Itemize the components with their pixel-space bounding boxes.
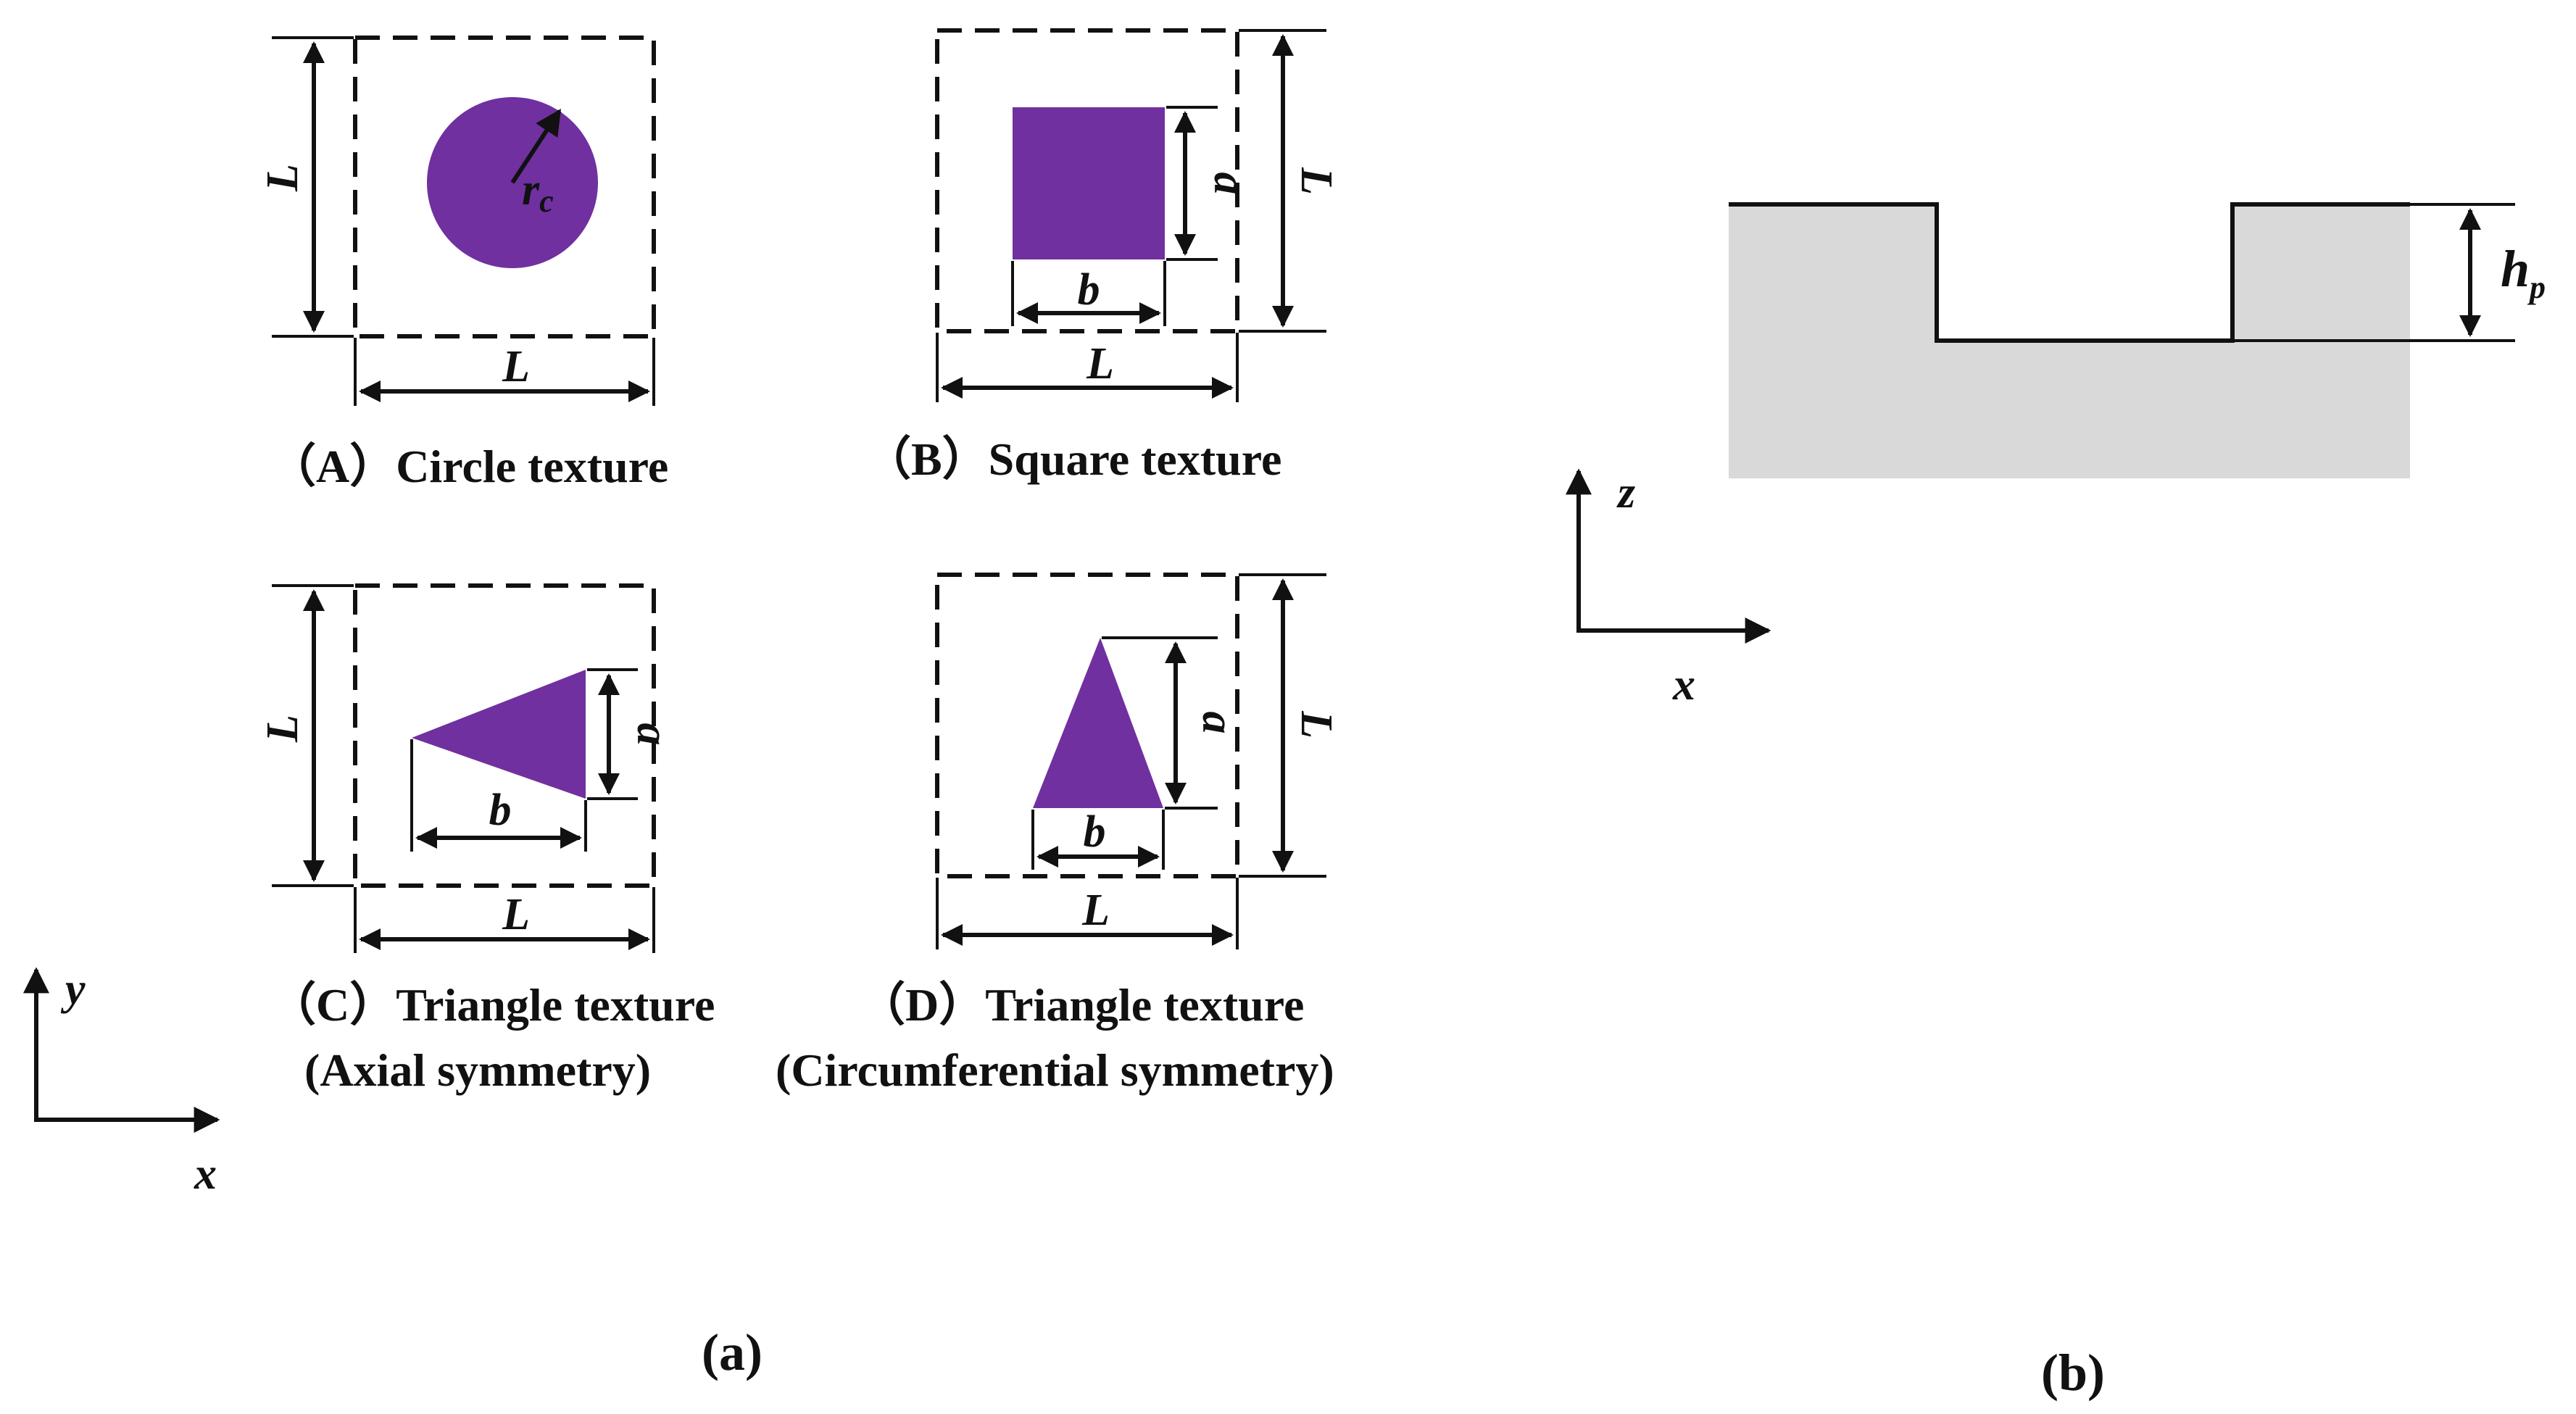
texture-c-triangle-axial: a b L L （C）Triangle texture (Axial symme… bbox=[258, 583, 715, 1096]
caption-c-line2: (Axial symmetry) bbox=[304, 1044, 651, 1096]
side-v-label: L bbox=[1292, 167, 1341, 195]
depth-label: hp bbox=[2501, 240, 2546, 305]
texture-a-circle: rc L L （A）Circle texture bbox=[258, 36, 668, 492]
xz-axes: z x bbox=[1566, 468, 1771, 710]
panel-a-label: (a) bbox=[702, 1323, 763, 1381]
panel-b: hp z x (b) bbox=[1566, 202, 2546, 1402]
side-h-label: L bbox=[502, 342, 530, 391]
a-label: a bbox=[1193, 712, 1242, 734]
texture-b-square: a b L L （B）Square texture bbox=[865, 28, 1341, 485]
z-axis-label: z bbox=[1616, 468, 1635, 517]
texture-d-triangle-circumferential: a b L L （D）Triangle texture (Circumferen… bbox=[776, 573, 1341, 1096]
caption-d-line2: (Circumferential symmetry) bbox=[776, 1044, 1334, 1096]
square-texture bbox=[1013, 107, 1165, 259]
b-label: b bbox=[1078, 265, 1100, 315]
radius-arrow bbox=[510, 108, 562, 184]
side-v-label: L bbox=[258, 715, 307, 743]
x-axis-label: x bbox=[1672, 660, 1695, 710]
side-v-label: L bbox=[1292, 710, 1341, 739]
xy-axes: y x bbox=[22, 965, 220, 1199]
panel-a: rc L L （A）Circle texture a b bbox=[22, 28, 1341, 1381]
radius-label: rc bbox=[522, 165, 554, 219]
panel-b-label: (b) bbox=[2041, 1344, 2105, 1402]
side-h-label: L bbox=[1081, 886, 1110, 935]
x-axis-label: x bbox=[194, 1149, 217, 1199]
b-label: b bbox=[489, 786, 512, 835]
a-label: a bbox=[1205, 172, 1254, 195]
side-v-label: L bbox=[258, 164, 307, 192]
caption-d-line1: （D）Triangle texture bbox=[859, 979, 1304, 1031]
side-h-label: L bbox=[1086, 339, 1114, 388]
y-axis-label: y bbox=[60, 965, 86, 1014]
caption-c-line1: （C）Triangle texture bbox=[270, 979, 715, 1031]
side-h-label: L bbox=[502, 890, 530, 939]
triangle-texture bbox=[1033, 638, 1163, 808]
a-label: a bbox=[628, 723, 677, 746]
caption-a: （A）Circle texture bbox=[270, 441, 668, 492]
b-label: b bbox=[1084, 807, 1106, 857]
groove-profile-line bbox=[1729, 202, 2410, 343]
triangle-texture bbox=[412, 670, 586, 799]
caption-b: （B）Square texture bbox=[865, 433, 1281, 485]
